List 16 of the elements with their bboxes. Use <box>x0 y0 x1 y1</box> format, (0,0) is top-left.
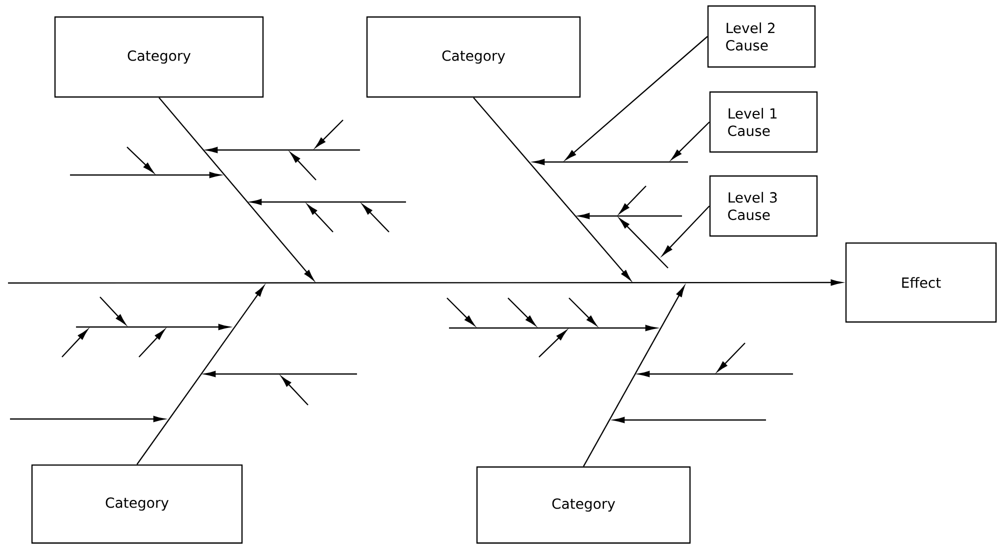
category-box: Category <box>54 16 264 98</box>
category-box: Category <box>31 464 243 544</box>
bone-arrow <box>136 286 264 465</box>
spine-arrow <box>8 279 842 286</box>
category-box: Category <box>366 16 581 98</box>
cause-box: Level 2 Cause <box>707 5 816 68</box>
bone-arrow <box>473 97 631 281</box>
category-box: Category <box>476 466 691 544</box>
cause-box: Level 1 Cause <box>709 91 818 153</box>
leader-line <box>671 122 710 160</box>
effect-box: Effect <box>845 242 997 323</box>
leader-line <box>565 36 708 160</box>
bone-arrow <box>158 97 314 281</box>
cause-box: Level 3 Cause <box>709 175 818 237</box>
bone-arrow <box>582 286 685 467</box>
leader-line <box>662 206 710 256</box>
